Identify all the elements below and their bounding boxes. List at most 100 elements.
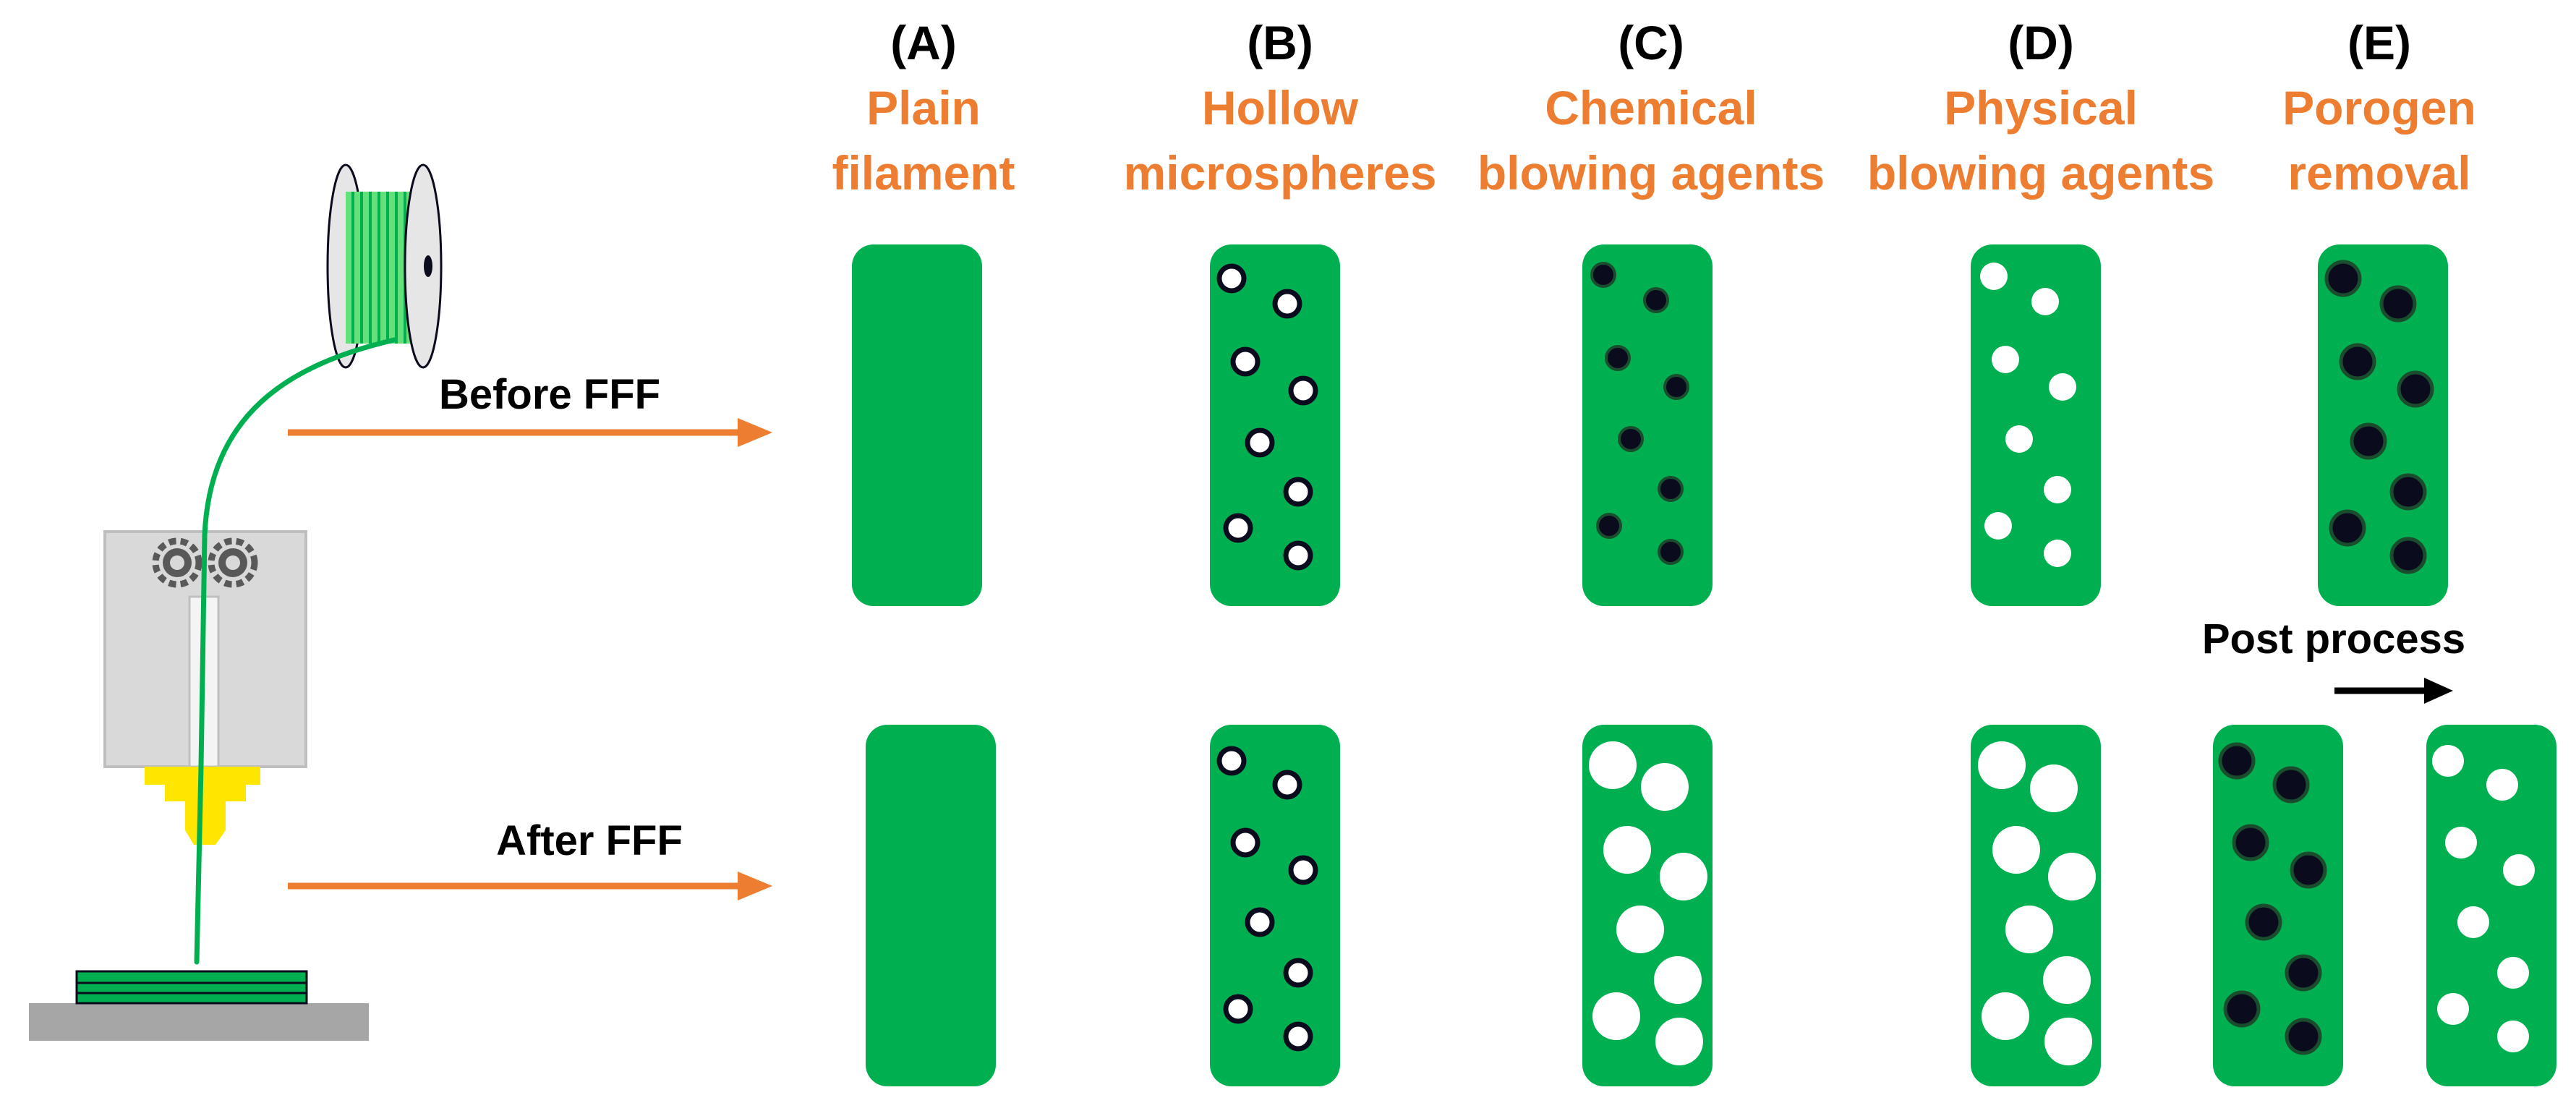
blowing-agent-particle bbox=[1658, 476, 1684, 502]
column-title-b-line1: Hollow bbox=[1202, 81, 1359, 135]
gas-void bbox=[2031, 288, 2059, 315]
hollow-microsphere bbox=[1230, 827, 1261, 858]
column-title-e-line2: removal bbox=[2287, 146, 2470, 200]
column-header-a: (A) Plain filament bbox=[832, 16, 1015, 200]
foam-cell bbox=[1592, 992, 1640, 1040]
feed-gear-icon bbox=[152, 537, 258, 588]
hollow-microsphere bbox=[1223, 513, 1253, 543]
column-title-d-line1: Physical bbox=[1944, 81, 2138, 135]
foam-cell bbox=[2030, 764, 2078, 812]
printed-part-layer bbox=[75, 981, 308, 994]
after-fff-label: After FFF bbox=[496, 817, 683, 864]
porogen-particle bbox=[2339, 343, 2376, 380]
pore-void bbox=[2457, 906, 2489, 938]
porogen-particle bbox=[2329, 509, 2366, 547]
column-header-c: (C) Chemical blowing agents bbox=[1477, 16, 1825, 200]
foam-cell bbox=[2043, 956, 2091, 1004]
filament-d-after bbox=[1971, 725, 2101, 1086]
printed-part-layer bbox=[75, 992, 308, 1005]
hollow-microsphere bbox=[1288, 855, 1318, 885]
filament-e-after-porogen-removed bbox=[2426, 725, 2556, 1086]
foam-cell bbox=[1978, 741, 2026, 789]
porogen-particle bbox=[2290, 851, 2327, 889]
porogen-particle bbox=[2389, 473, 2427, 511]
hollow-microsphere bbox=[1230, 346, 1261, 377]
column-letter-a: (A) bbox=[890, 16, 957, 69]
column-header-b: (B) Hollow microspheres bbox=[1124, 16, 1437, 200]
filament-c-before bbox=[1582, 244, 1713, 606]
column-letter-e: (E) bbox=[2347, 16, 2411, 69]
filament-b-before bbox=[1210, 244, 1340, 606]
foam-cell bbox=[1982, 992, 2029, 1040]
column-title-c-line2: blowing agents bbox=[1477, 146, 1825, 200]
pore-void bbox=[2497, 957, 2529, 989]
post-process-arrowhead bbox=[2424, 678, 2453, 704]
porogen-particle bbox=[2285, 1018, 2322, 1055]
porogen-particle bbox=[2285, 954, 2322, 992]
hollow-microsphere bbox=[1245, 427, 1275, 458]
foam-cell bbox=[1603, 826, 1651, 874]
pore-void bbox=[2503, 854, 2535, 886]
gas-void bbox=[2049, 373, 2076, 401]
blowing-agent-particle bbox=[1605, 345, 1631, 371]
column-letter-b: (B) bbox=[1247, 16, 1313, 69]
porogen-particle bbox=[2324, 260, 2362, 297]
hollow-microsphere bbox=[1283, 1021, 1313, 1052]
gas-void bbox=[2044, 476, 2071, 503]
column-title-e-line1: Porogen bbox=[2282, 81, 2476, 135]
hollow-microsphere bbox=[1283, 540, 1313, 571]
column-header-d: (D) Physical blowing agents bbox=[1867, 16, 2214, 200]
before-row-filaments bbox=[852, 244, 2448, 606]
hollow-microsphere bbox=[1283, 958, 1313, 988]
foam-cell bbox=[2048, 853, 2096, 900]
porogen-particle bbox=[2379, 285, 2417, 323]
filament-a-after bbox=[866, 725, 996, 1086]
blowing-agent-particle bbox=[1596, 513, 1622, 539]
blowing-agent-particle bbox=[1643, 287, 1669, 313]
column-header-e: (E) Porogen removal bbox=[2282, 16, 2476, 200]
row-before: Before FFF bbox=[288, 371, 772, 447]
filament-e-before bbox=[2318, 244, 2448, 606]
porogen-particle bbox=[2218, 742, 2256, 780]
column-letter-c: (C) bbox=[1618, 16, 1684, 69]
filament-b-after bbox=[1210, 725, 1340, 1086]
column-headers: (A) Plain filament (B) Hollow microspher… bbox=[832, 16, 2475, 200]
row-after: After FFF bbox=[288, 817, 772, 900]
porogen-particle bbox=[2350, 422, 2387, 460]
column-title-a-line2: filament bbox=[832, 146, 1015, 200]
pore-void bbox=[2437, 993, 2469, 1025]
before-fff-label: Before FFF bbox=[439, 371, 660, 418]
foam-cell bbox=[1992, 826, 2040, 874]
column-title-d-line2: blowing agents bbox=[1867, 146, 2214, 200]
gas-void bbox=[1980, 263, 2008, 290]
porogen-particle bbox=[2232, 824, 2269, 861]
filament-a-before bbox=[852, 244, 982, 606]
hollow-microsphere bbox=[1272, 770, 1302, 800]
porogen-particle bbox=[2389, 537, 2427, 574]
filament-strand bbox=[194, 337, 397, 965]
print-bed-icon bbox=[29, 1003, 369, 1041]
porogen-particle bbox=[2245, 903, 2282, 941]
porogen-particle bbox=[2223, 990, 2261, 1028]
hollow-microsphere bbox=[1245, 907, 1275, 937]
gas-void bbox=[1992, 346, 2019, 373]
column-title-b-line2: microspheres bbox=[1124, 146, 1437, 200]
filament-d-before bbox=[1971, 244, 2101, 606]
foam-cell bbox=[1655, 1018, 1703, 1065]
filament-c-after bbox=[1582, 725, 1713, 1086]
foam-cell bbox=[1660, 853, 1707, 900]
after-row-filaments bbox=[866, 725, 2556, 1086]
hollow-microsphere bbox=[1216, 263, 1247, 294]
porogen-particle bbox=[2272, 766, 2310, 804]
printed-part-layer bbox=[75, 970, 308, 984]
hollow-microsphere bbox=[1272, 289, 1302, 319]
post-process: Post process bbox=[2202, 615, 2465, 704]
pore-void bbox=[2486, 769, 2518, 801]
porogen-particle bbox=[2397, 370, 2434, 408]
hollow-microsphere bbox=[1216, 746, 1247, 776]
blowing-agent-particle bbox=[1618, 426, 1644, 452]
foam-cell bbox=[1616, 906, 1664, 953]
foam-cell bbox=[2005, 906, 2053, 953]
gas-void bbox=[2044, 540, 2071, 567]
